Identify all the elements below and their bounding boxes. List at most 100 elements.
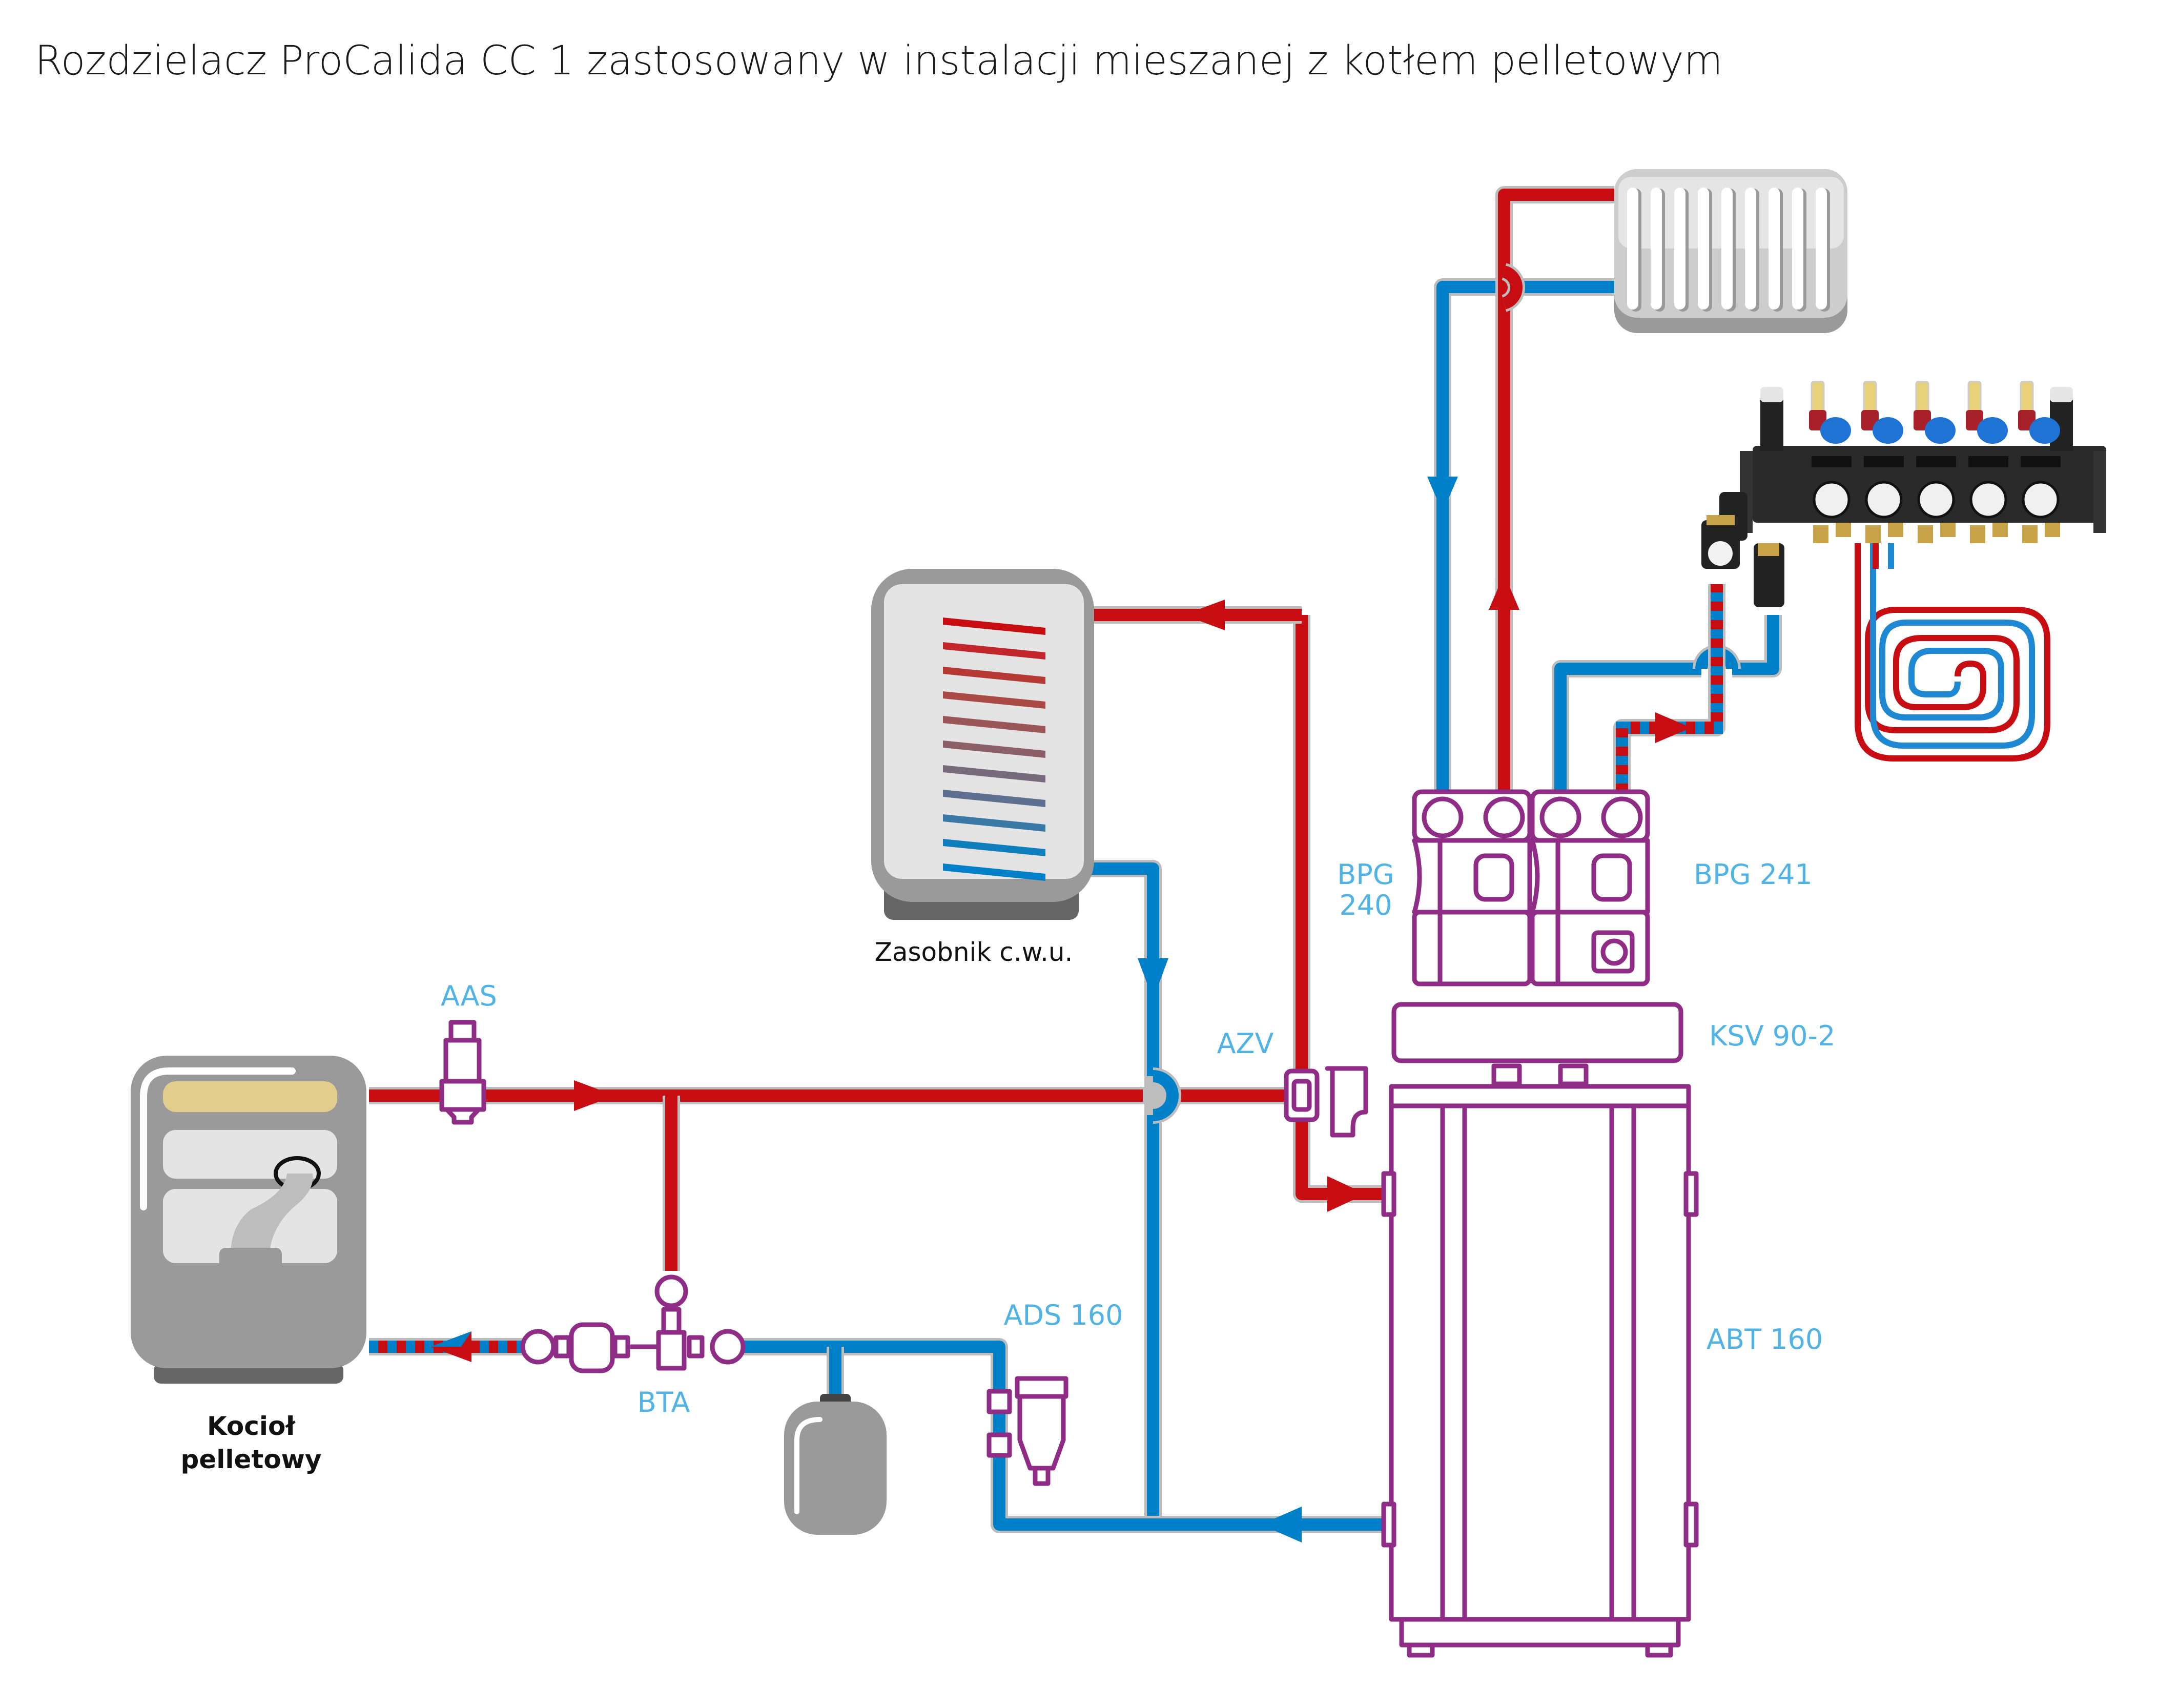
radiator-fin (1792, 188, 1803, 310)
coil-turn (943, 642, 1045, 660)
floor-loop-return (1870, 543, 2035, 749)
manifold-cap-left (1760, 387, 1783, 402)
arrow-right-icon (1327, 1176, 1366, 1212)
azv-actuator (1325, 1066, 1368, 1138)
vessel-highlight (794, 1417, 823, 1514)
aas-body (443, 1038, 482, 1084)
brass-fitting (2045, 523, 2060, 537)
bpg240-label-2: 240 (1339, 889, 1392, 921)
zone-valve-icon[interactable] (1284, 1066, 1368, 1138)
abt-port (1381, 1171, 1396, 1217)
radiator-return-pipe (1436, 281, 1614, 802)
ads-fitting-top (986, 1389, 1012, 1414)
radiator-supply-pipe (1498, 189, 1614, 802)
azv-body (1284, 1068, 1320, 1122)
thermometer-icon (1706, 539, 1735, 568)
pellet-hopper (163, 1081, 337, 1112)
blue-cap-icon (1820, 417, 1851, 444)
coil-turn (943, 765, 1045, 783)
ads-label: ADS 160 (1003, 1299, 1123, 1331)
bpg241-label: BPG 241 (1694, 858, 1813, 891)
brass-fitting (1970, 525, 1985, 543)
flow-meter-icon (1811, 381, 1825, 414)
floor-supply-outline (1613, 584, 1725, 802)
ads-fitting-bottom (986, 1432, 1012, 1458)
buffer-tank-icon[interactable] (1381, 1084, 1699, 1658)
aas-label: AAS (441, 980, 497, 1012)
thermometer-icon (1601, 796, 1643, 838)
bta-nut (553, 1335, 571, 1359)
flow-meter-icon (2020, 381, 2034, 414)
azv-port (1291, 1079, 1312, 1112)
bpg241-icon[interactable] (1530, 789, 1650, 986)
dirt-separator-icon[interactable] (986, 1376, 1068, 1486)
flow-meter-icon (1863, 381, 1877, 414)
bta-nut (612, 1335, 630, 1359)
abt-port (1381, 1501, 1396, 1548)
coil-turn (943, 618, 1045, 635)
radiator-fin (1721, 188, 1733, 310)
brass-fitting (1758, 543, 1779, 556)
aas-cap (448, 1020, 477, 1043)
bta-pump (569, 1322, 615, 1373)
brass-fitting (1918, 525, 1933, 543)
brass-fitting (1992, 523, 2008, 537)
feeder-tube (231, 1174, 313, 1256)
distributor-icon[interactable] (1391, 1002, 1683, 1086)
radiator-icon[interactable] (1614, 169, 1847, 333)
blue-cap-icon (1925, 417, 1956, 444)
brass-fitting (1836, 523, 1851, 537)
ksv-connector (1558, 1063, 1589, 1086)
mixing-valve-knob (1600, 938, 1628, 966)
dhw-label: Zasobnik c.w.u. (875, 937, 1073, 967)
manifold-ports (1809, 381, 2061, 543)
radiator-fin (1698, 188, 1709, 310)
pump-icon (1591, 853, 1632, 902)
manifold-window (1916, 456, 1956, 467)
coil-turn (943, 839, 1045, 856)
dhw-tank-icon[interactable] (871, 569, 1094, 920)
radiator-fin (1816, 188, 1827, 310)
floor-return-outline (1552, 615, 1782, 802)
manifold-window (1812, 456, 1852, 467)
manifold-icon[interactable] (1701, 381, 2106, 607)
radiator-fin (1769, 188, 1780, 310)
bta-nut (687, 1335, 705, 1359)
brass-fitting (1940, 523, 1956, 537)
bpg240-bottom (1412, 910, 1532, 986)
brass-fitting (1888, 523, 1903, 537)
arrow-left-icon-blue (430, 1331, 471, 1347)
blue-cap-icon (1977, 417, 2008, 444)
air-vent-icon[interactable] (439, 1020, 486, 1125)
abt-foot (1645, 1642, 1673, 1658)
ads-body (1017, 1394, 1066, 1471)
ads-head (1015, 1376, 1068, 1399)
boiler-panel-upper (163, 1130, 337, 1179)
coil-turn (943, 863, 1045, 881)
thermometer-icon (1539, 796, 1581, 838)
arrow-right-icon (574, 1080, 615, 1111)
bta-valve (656, 1330, 687, 1371)
azv-label: AZV (1217, 1027, 1274, 1060)
expansion-vessel-icon[interactable] (784, 1394, 887, 1535)
aas-tip (444, 1107, 481, 1125)
radiator-crossover-red (1502, 265, 1523, 310)
heat-exchanger-coil (943, 618, 1045, 881)
diagram-title: Rozdzielacz ProCalida CC 1 zastosowany w… (35, 38, 1723, 84)
floor-return-pipe (1554, 615, 1779, 802)
pellet-boiler-icon[interactable] (131, 1056, 366, 1384)
bpg240-icon[interactable] (1412, 789, 1532, 986)
boiler-label-2: pelletowy (181, 1445, 322, 1474)
arrow-right-icon (1655, 712, 1691, 743)
ads-drain (1033, 1466, 1051, 1486)
blue-cap-icon (1873, 417, 1903, 444)
coil-turn (943, 740, 1045, 758)
manifold-window (1864, 456, 1904, 467)
manifold-window (1968, 456, 2008, 467)
radiator-return-outline (1434, 278, 1614, 802)
floor-loop-supply (1855, 543, 2050, 762)
pipe-crossover-blue (1153, 1070, 1179, 1121)
pump-group-icon[interactable] (520, 1274, 746, 1373)
coil-turn (943, 790, 1045, 807)
